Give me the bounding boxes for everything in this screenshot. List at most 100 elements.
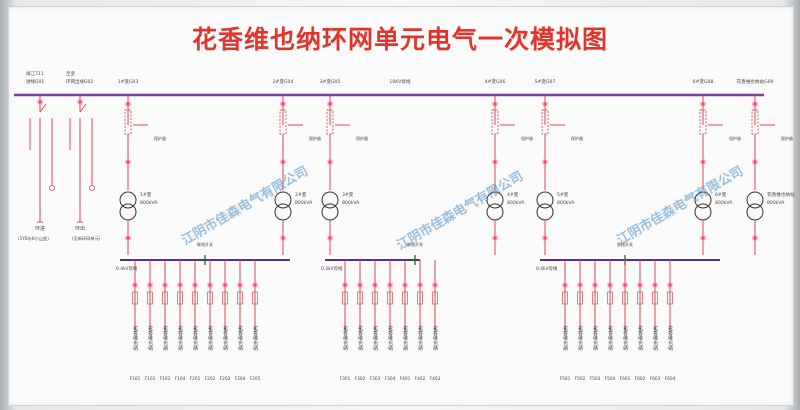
outgoing-name-F301: 花香维也纳 <box>342 325 348 352</box>
transformer-lv-winding-3 <box>321 203 339 221</box>
breaker-label-1: 保护器 <box>154 135 166 141</box>
outgoing-name-F202: 花香维也纳 <box>207 325 213 352</box>
outgoing-name-F402: 花香维也纳 <box>417 325 423 352</box>
transformer-name-3: 3#变 <box>342 191 354 198</box>
outgoing-breaker-F202 <box>207 291 213 305</box>
feeder-lamp-mid-6 <box>701 160 705 164</box>
breaker-label-4: 保护器 <box>521 135 533 141</box>
feeder-label-6: 5#变G07 <box>535 78 556 85</box>
outgoing-name-F604: 花香维也纳 <box>667 325 673 352</box>
outgoing-lamp-F101 <box>133 283 137 287</box>
incoming-cabinet-2: 环网出线G02 <box>66 78 93 85</box>
outgoing-breaker-F402 <box>417 291 423 305</box>
outgoing-lamp-F205 <box>253 283 257 287</box>
feeder-label-2: 2#变G04 <box>273 78 294 85</box>
feeder-lamp-mid-3 <box>328 160 332 164</box>
feeder-lamp-mid-4 <box>493 160 497 164</box>
outgoing-name-F504: 花香维也纳 <box>607 325 613 352</box>
outgoing-breaker-F603 <box>652 291 658 305</box>
incoming-cabinet-1: 进线G01 <box>26 78 44 85</box>
transformer-lv-winding-5 <box>536 203 554 221</box>
feeder-lamp-top-1 <box>126 102 130 106</box>
tie-label-2: 联络开关 <box>407 241 423 247</box>
outgoing-lamp-F604 <box>668 283 672 287</box>
outgoing-lamp-F502 <box>578 283 582 287</box>
transformer-lamp-1 <box>126 236 130 240</box>
feeder-lamp-mid-2 <box>281 160 285 164</box>
outgoing-breaker-F401 <box>402 291 408 305</box>
transformer-hv-winding-5 <box>536 191 554 209</box>
breaker-label-6: 保护器 <box>729 135 741 141</box>
transformer-capacity-2: 800kVA <box>295 200 313 206</box>
outgoing-breaker-F403 <box>432 291 438 305</box>
outgoing-lamp-F201 <box>193 283 197 287</box>
outgoing-name-F102: 花香维也纳 <box>147 325 153 352</box>
transformer-lamp-5 <box>543 236 547 240</box>
transformer-lv-winding-2 <box>274 203 292 221</box>
outgoing-code-F303: F303 <box>370 376 381 382</box>
outgoing-code-F104: F104 <box>175 376 186 382</box>
outgoing-name-F401: 花香维也纳 <box>402 325 408 352</box>
outgoing-name-F501: 花香维也纳 <box>562 325 568 352</box>
outgoing-breaker-F101 <box>132 291 138 305</box>
incoming-name-1: 闽江711 <box>26 70 44 77</box>
feeder-lamp-mid-1 <box>126 160 130 164</box>
outgoing-breaker-F502 <box>577 291 583 305</box>
transformer-capacity-1: 800kVA <box>140 200 158 206</box>
outgoing-code-F101: F101 <box>130 376 141 382</box>
outgoing-lamp-F401 <box>403 283 407 287</box>
outgoing-breaker-F302 <box>357 291 363 305</box>
outgoing-lamp-F104 <box>178 283 182 287</box>
outgoing-code-F502: F502 <box>575 376 586 382</box>
feeder-label-3: 3#变G05 <box>320 78 341 85</box>
outgoing-lamp-F301 <box>343 283 347 287</box>
transformer-name-4: 4#变 <box>507 191 519 198</box>
outgoing-code-F503: F503 <box>590 376 601 382</box>
incoming-note-right: (至新环网单元) <box>72 235 101 242</box>
lv-bus-label-3: 0.4kV母线 <box>536 265 558 272</box>
incoming-lamp-1 <box>38 100 42 104</box>
outgoing-lamp-F503 <box>593 283 597 287</box>
lv-bus-label-2: 0.4kV母线 <box>321 265 343 272</box>
outgoing-name-F304: 花香维也纳 <box>387 325 393 352</box>
outgoing-name-F303: 花香维也纳 <box>372 325 378 352</box>
outgoing-breaker-F201 <box>192 291 198 305</box>
transformer-name-7: 花香维也纳站 <box>767 191 795 198</box>
incoming-name-2: 至变 <box>66 70 75 77</box>
outgoing-code-F403: F403 <box>430 376 441 382</box>
outgoing-breaker-F604 <box>667 291 673 305</box>
breaker-label-5: 保护器 <box>571 135 583 141</box>
outgoing-breaker-F504 <box>607 291 613 305</box>
outgoing-code-F103: F103 <box>160 376 171 382</box>
outgoing-code-F602: F602 <box>635 376 646 382</box>
outgoing-code-F604: F604 <box>665 376 676 382</box>
transformer-hv-winding-7 <box>746 191 764 209</box>
feeder-lamp-mid-5 <box>543 160 547 164</box>
outgoing-code-F201: F201 <box>190 376 201 382</box>
feeder-lamp-mid-7 <box>753 160 757 164</box>
transformer-lv-winding-6 <box>694 203 712 221</box>
feeder-lamp-top-4 <box>493 102 497 106</box>
breaker-label-7: 保护器 <box>781 135 793 141</box>
diagram-title: 花香维也纳环网单元电气一次模拟图 <box>191 25 608 54</box>
outgoing-lamp-F102 <box>148 283 152 287</box>
transformer-hv-winding-2 <box>274 191 292 209</box>
outgoing-lamp-F203 <box>223 283 227 287</box>
transformer-hv-winding-6 <box>694 191 712 209</box>
outgoing-name-F403: 花香维也纳 <box>432 325 438 352</box>
transformer-capacity-4: 800kVA <box>507 200 525 206</box>
outgoing-name-F502: 花香维也纳 <box>577 325 583 352</box>
breaker-label-3: 保护器 <box>356 135 368 141</box>
transformer-capacity-6: 800kVA <box>715 200 733 206</box>
outgoing-name-F503: 花香维也纳 <box>592 325 598 352</box>
incoming-bottom-right: 环出 <box>75 225 85 232</box>
transformer-hv-winding-4 <box>486 191 504 209</box>
feeder-lamp-top-3 <box>328 102 332 106</box>
outgoing-lamp-F501 <box>563 283 567 287</box>
outgoing-breaker-F102 <box>147 291 153 305</box>
tie-label-3: 联络开关 <box>617 241 633 247</box>
lv-bus-label-1: 0.4kV母线 <box>116 265 138 272</box>
outgoing-lamp-F204 <box>238 283 242 287</box>
incoming-pt-2 <box>89 185 95 191</box>
mimic-board <box>8 6 794 406</box>
